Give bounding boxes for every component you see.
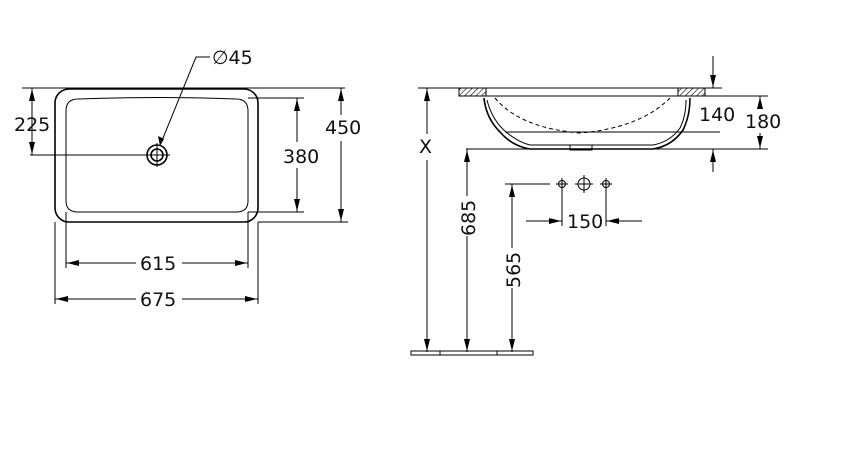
basin-profile xyxy=(483,97,691,150)
dim-rim-height: 685 xyxy=(458,200,480,236)
floor-line xyxy=(410,350,534,356)
countertop-left xyxy=(458,87,487,97)
drain-diameter-label: ∅45 xyxy=(212,47,253,69)
dim-tap-spacing: 150 xyxy=(567,211,603,233)
drain-icon xyxy=(145,143,169,167)
tap-holes xyxy=(556,175,612,193)
dim-drain-height: 565 xyxy=(503,252,525,288)
countertop-right xyxy=(677,87,706,97)
drain-leader xyxy=(160,56,210,144)
basin-inner-outline xyxy=(65,97,249,213)
dim-overall-depth: 180 xyxy=(745,111,781,133)
dim-inner-width: 615 xyxy=(140,253,176,275)
dim-center-offset: 225 xyxy=(14,114,50,136)
dim-mount-height: X xyxy=(419,136,432,158)
dim-inner-depth: 380 xyxy=(283,146,319,168)
top-view: ∅45 225 380 450 615 xyxy=(14,47,361,311)
dim-bowl-depth: 140 xyxy=(699,104,735,126)
dim-outer-width: 675 xyxy=(140,289,176,311)
dim-outer-depth: 450 xyxy=(325,117,361,139)
basin-dashed-bowl xyxy=(494,97,671,134)
side-view: X 685 565 xyxy=(410,56,781,356)
